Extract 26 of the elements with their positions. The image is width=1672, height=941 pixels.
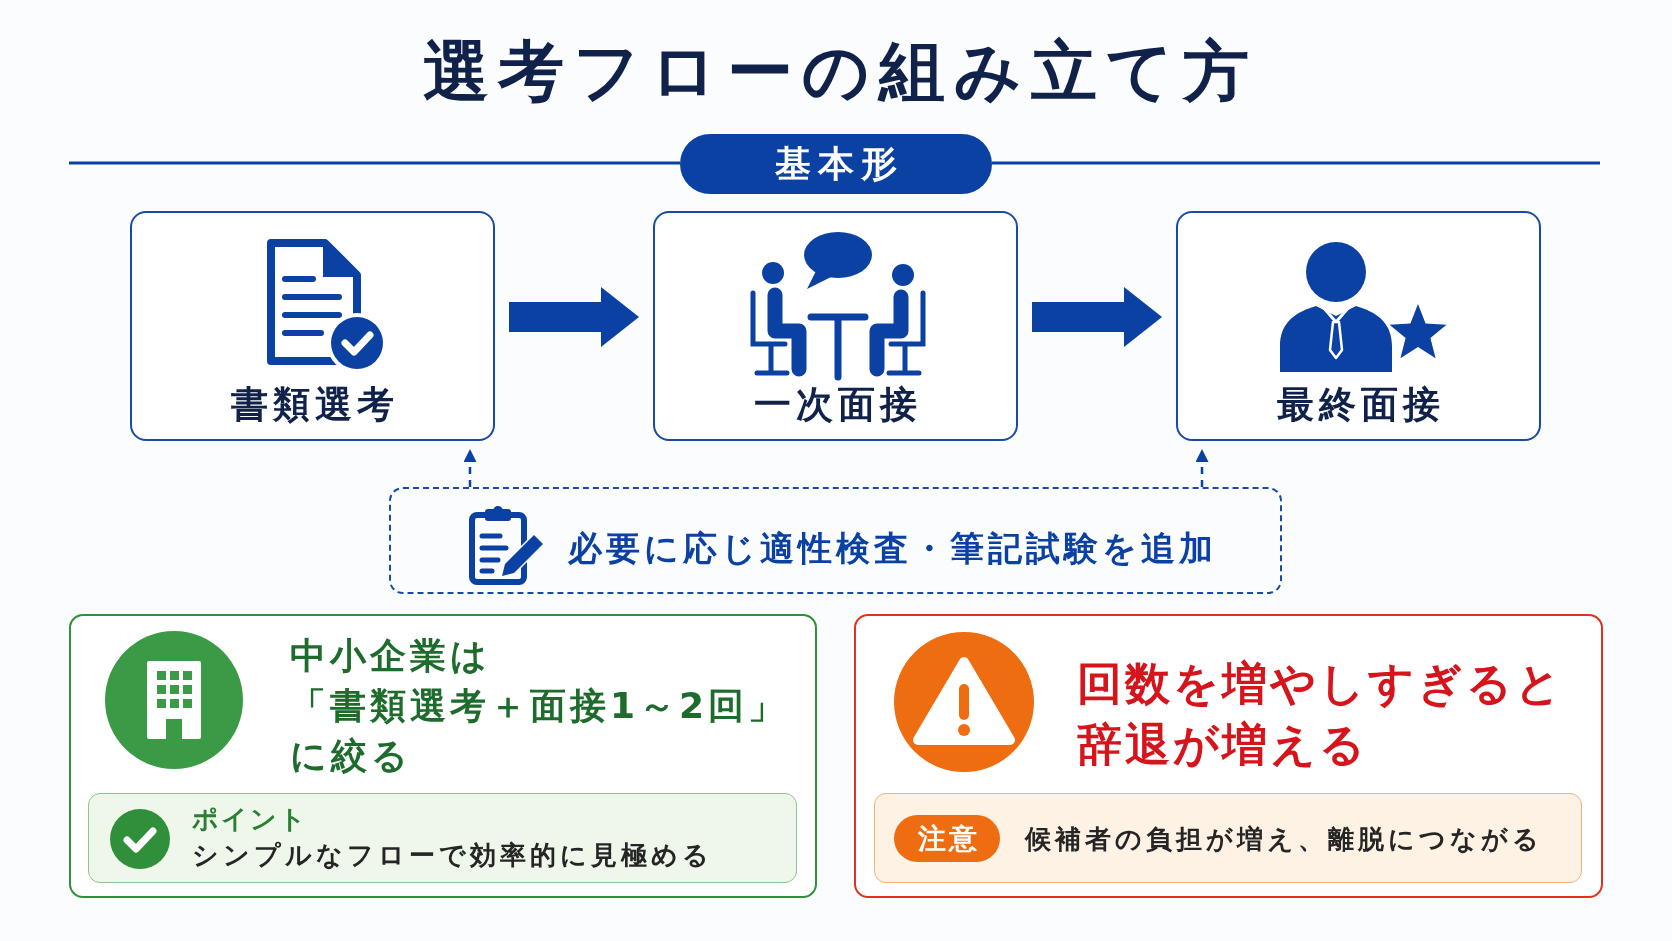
caution-badge (894, 815, 1000, 862)
pill-label: 基本形 (774, 142, 904, 186)
tip-panel (69, 614, 817, 898)
step-label: 一次面接 (753, 382, 922, 428)
step-card (1176, 211, 1541, 441)
badge-label: 注意 (916, 820, 980, 857)
dashed-note-box (389, 487, 1282, 594)
step-label: 書類選考 (230, 382, 399, 428)
tip-heading: 中小企業は「書類選考＋面接1～2回」に絞る (290, 634, 790, 778)
section-pill (680, 134, 992, 194)
arrow (509, 287, 639, 347)
dashed-arrow (463, 449, 477, 487)
dashed-arrow (1195, 449, 1209, 487)
point-text: シンプルなフローで効率的に見極める (192, 839, 713, 872)
warning-heading: 回数を増やしすぎると辞退が増える (1077, 656, 1565, 773)
point-box (88, 793, 797, 883)
warning-panel (854, 614, 1603, 898)
caution-box (874, 793, 1582, 883)
step-card (130, 211, 495, 441)
point-title: ポイント (192, 803, 308, 836)
caution-text: 候補者の負担が増え、離脱につながる (1025, 823, 1543, 856)
step-label: 最終面接 (1276, 382, 1445, 428)
title: 選考フローの組み立て方 (422, 32, 1258, 112)
arrow (1032, 287, 1162, 347)
note-text: 必要に応じ適性検査・筆記試験を追加 (568, 527, 1217, 570)
step-card (653, 211, 1018, 441)
